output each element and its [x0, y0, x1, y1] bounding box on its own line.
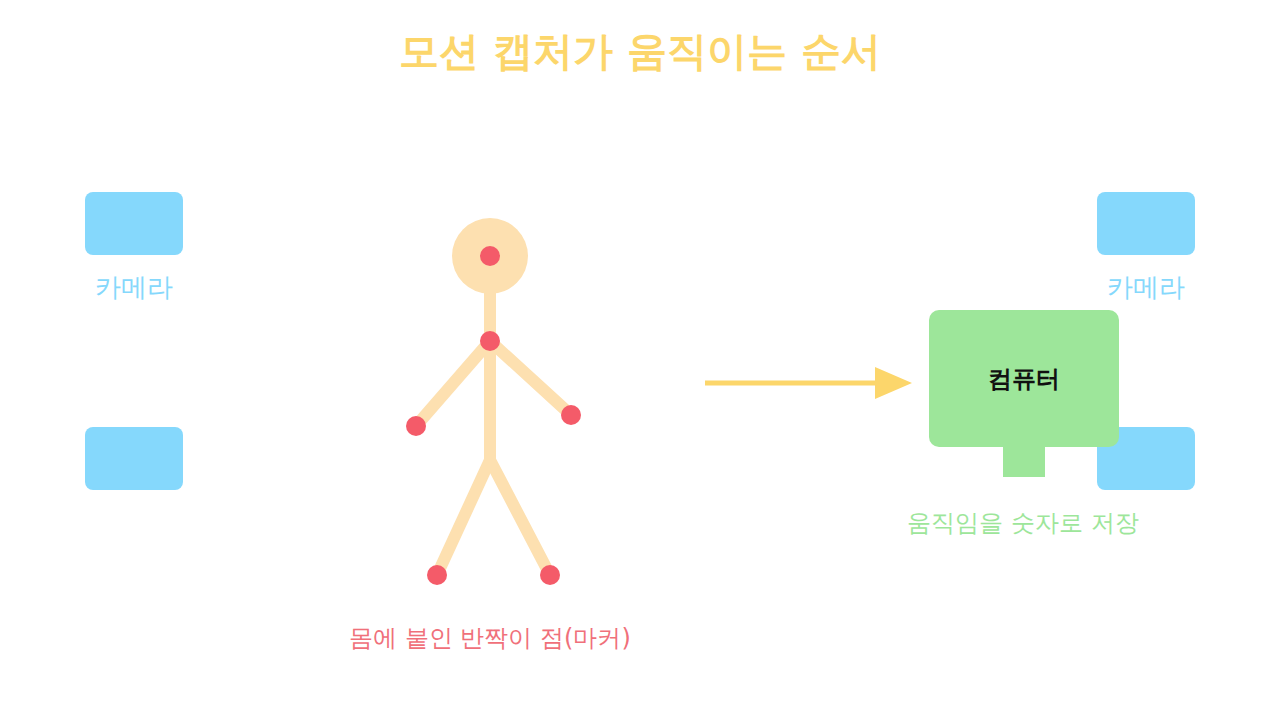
computer-box: 컴퓨터	[929, 310, 1119, 447]
flow-arrow	[705, 381, 880, 386]
computer-label: 컴퓨터	[988, 363, 1060, 395]
monitor-stand	[1003, 445, 1045, 477]
stick-figure	[416, 290, 571, 575]
camera-label: 카메라	[85, 270, 183, 305]
arrow-head	[875, 367, 912, 399]
camera-box	[85, 192, 183, 255]
camera	[85, 427, 183, 490]
note-label: 몸에 붙인 반짝이 점(마커)	[349, 622, 631, 654]
camera-node: 카메라	[85, 192, 183, 255]
markers	[406, 246, 581, 585]
title: 모션 캡처가 움직이는 순서	[0, 24, 1280, 79]
camera-node: 카메라	[1097, 192, 1195, 255]
note-label: 움직임을 숫자로 저장	[907, 507, 1138, 539]
head	[452, 218, 528, 294]
camera-label: 카메라	[1097, 270, 1195, 305]
camera-box	[1097, 192, 1195, 255]
